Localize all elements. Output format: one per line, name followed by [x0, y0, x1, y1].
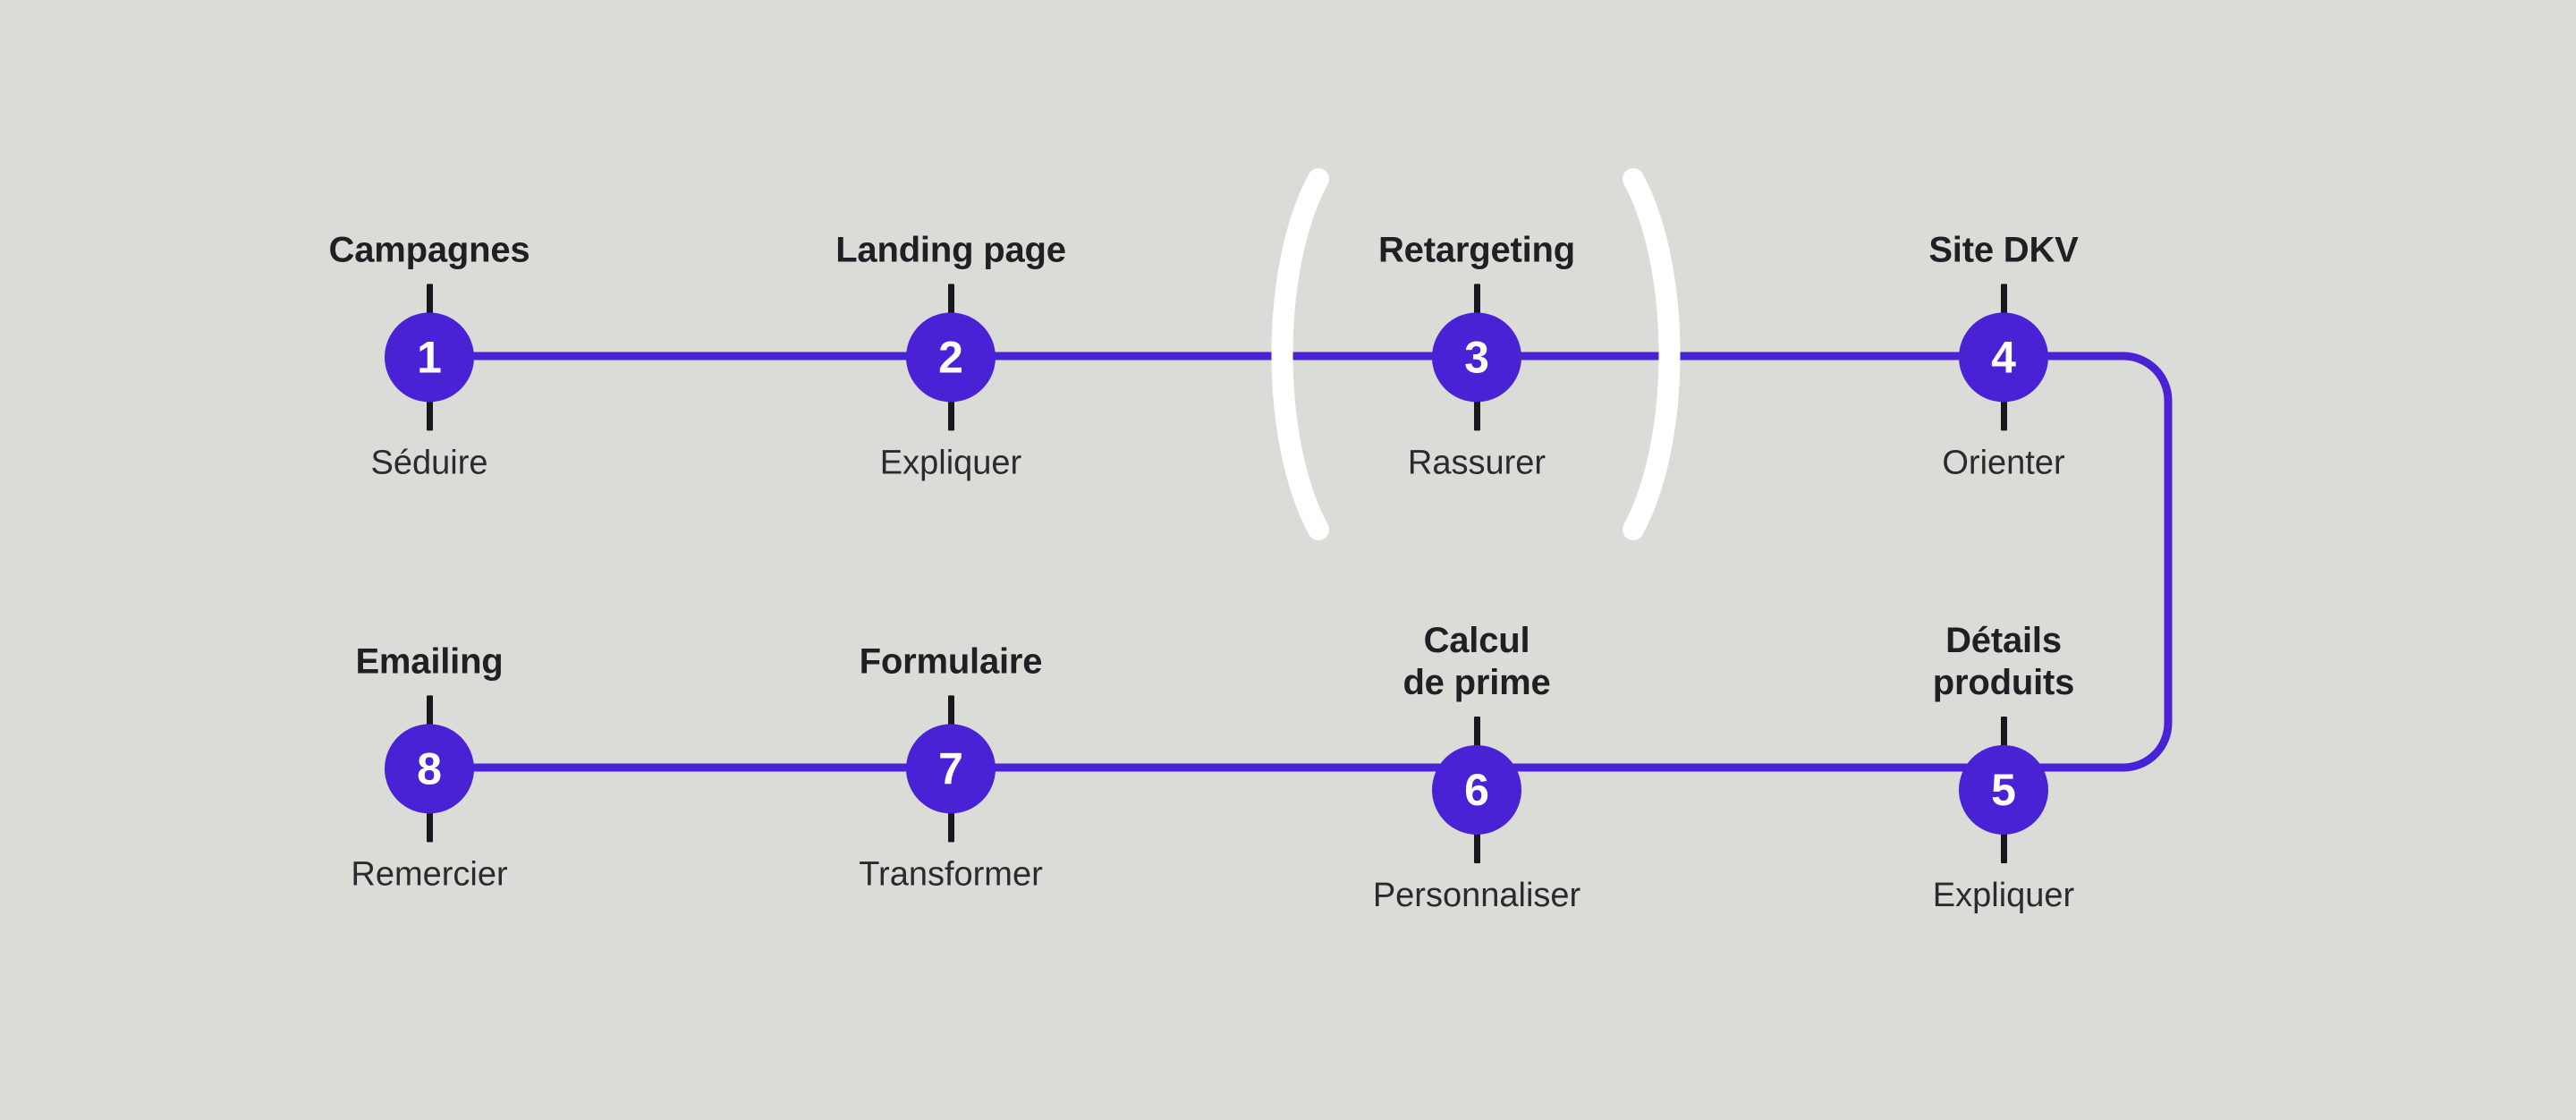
node-1-top-label: Campagnes — [328, 230, 530, 270]
node-4-circle[interactable]: 4 — [1959, 312, 2048, 403]
node-6-bottom-label: Personnaliser — [1372, 876, 1581, 914]
node-5-bottom-label: Expliquer — [1932, 876, 2075, 914]
node-8-circle[interactable]: 8 — [385, 724, 474, 814]
node-8-tick-bottom — [426, 811, 433, 843]
node-6-top-label: Calcul de prime — [1402, 620, 1551, 702]
node-2[interactable]: Landing page 2 Expliquer — [763, 229, 1139, 482]
node-3-tick-bottom — [1473, 400, 1480, 431]
node-3-top-label: Retargeting — [1377, 230, 1576, 270]
node-1[interactable]: Campagnes 1 Séduire — [242, 229, 617, 482]
node-6-tick-top — [1473, 716, 1480, 747]
node-8-tick-top — [426, 695, 433, 726]
node-2-tick-top — [947, 284, 954, 315]
node-2-bottom-label: Expliquer — [879, 444, 1022, 482]
node-4-tick-top — [2000, 284, 2007, 315]
node-3-bottom-label: Rassurer — [1407, 444, 1546, 482]
node-6-circle[interactable]: 6 — [1432, 744, 1521, 835]
node-5-circle[interactable]: 5 — [1959, 744, 2048, 835]
node-6-tick-bottom — [1473, 832, 1480, 863]
node-5-tick-bottom — [2000, 832, 2007, 863]
node-7-top-label: Formulaire — [859, 641, 1043, 682]
node-4[interactable]: Site DKV 4 Orienter — [1816, 229, 2191, 482]
node-7-tick-top — [947, 695, 954, 726]
node-4-bottom-label: Orienter — [1942, 444, 2065, 482]
node-8-bottom-label: Remercier — [351, 855, 508, 894]
node-1-tick-bottom — [426, 400, 433, 431]
node-3[interactable]: Retargeting 3 Rassurer — [1289, 229, 1665, 482]
node-1-circle[interactable]: 1 — [385, 312, 474, 403]
node-6[interactable]: Calcul de prime 6 Personnaliser — [1289, 620, 1665, 915]
node-5-tick-top — [2000, 716, 2007, 747]
node-8[interactable]: Emailing 8 Remercier — [242, 641, 617, 894]
node-7[interactable]: Formulaire 7 Transformer — [763, 641, 1139, 894]
node-5-top-label: Détails produits — [1932, 620, 2075, 702]
node-3-circle[interactable]: 3 — [1432, 312, 1521, 403]
node-3-tick-top — [1473, 284, 1480, 315]
node-7-tick-bottom — [947, 811, 954, 843]
node-1-bottom-label: Séduire — [370, 444, 488, 482]
node-5[interactable]: Détails produits 5 Expliquer — [1816, 620, 2191, 915]
node-2-tick-bottom — [947, 400, 954, 431]
node-7-circle[interactable]: 7 — [906, 724, 996, 814]
node-8-top-label: Emailing — [355, 641, 504, 682]
node-7-bottom-label: Transformer — [859, 855, 1043, 894]
node-4-tick-bottom — [2000, 400, 2007, 431]
node-2-top-label: Landing page — [835, 230, 1066, 270]
node-2-circle[interactable]: 2 — [906, 312, 996, 403]
node-1-tick-top — [426, 284, 433, 315]
node-4-top-label: Site DKV — [1928, 230, 2079, 270]
